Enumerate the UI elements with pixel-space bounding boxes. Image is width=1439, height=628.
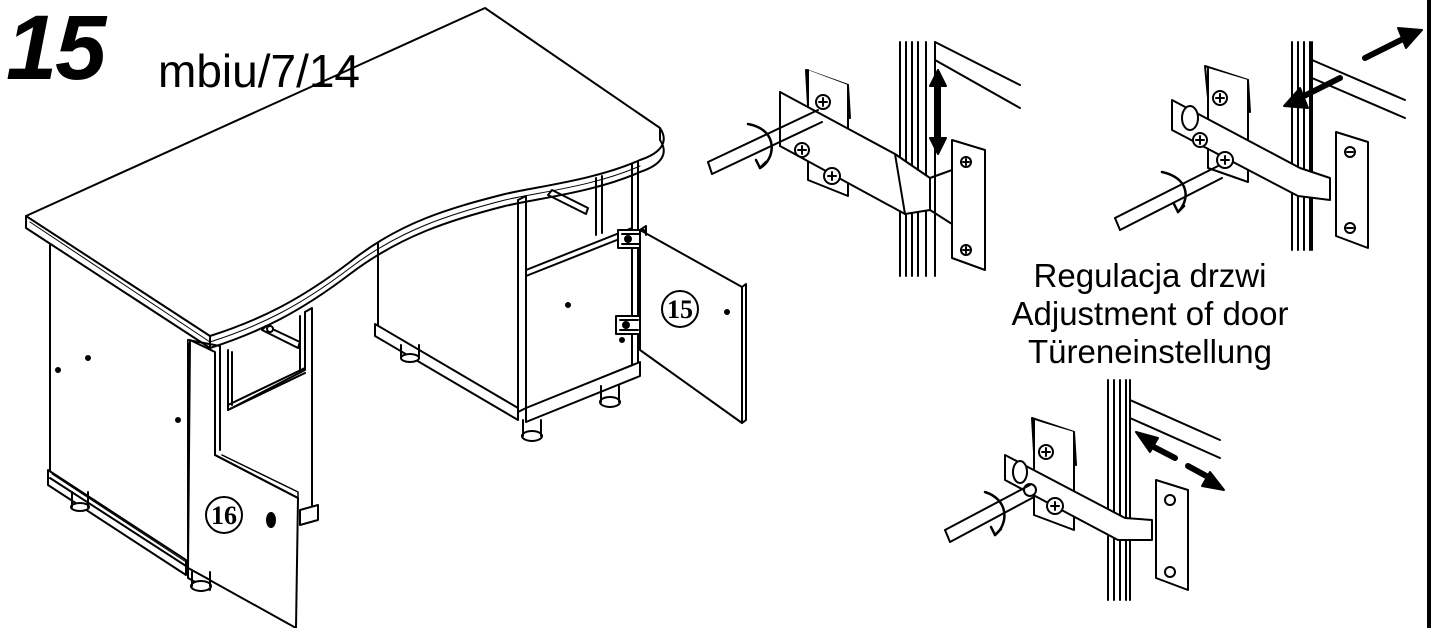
step-number: 15	[6, 0, 106, 99]
part-label-16: 16	[211, 501, 237, 530]
door-15	[639, 225, 747, 424]
desktop-top	[25, 7, 665, 349]
desk-drawing	[25, 7, 747, 628]
right-pedestal	[374, 157, 645, 442]
left-pedestal	[47, 244, 189, 576]
caption-polish: Regulacja drzwi	[1033, 257, 1267, 294]
model-code: mbiu/7/14	[158, 45, 361, 97]
hinge-detail-depth	[1114, 27, 1423, 251]
hinge-detail-vertical	[707, 41, 1021, 277]
page-border-right	[1427, 0, 1431, 628]
caption-english: Adjustment of door	[1011, 295, 1289, 332]
hinge-lower	[615, 315, 643, 335]
door-16	[187, 339, 299, 628]
part-label-15: 15	[667, 295, 693, 324]
hinge-detail-sideways	[944, 379, 1225, 601]
caption-german: Türeneinstellung	[1028, 333, 1272, 370]
adjustment-caption: Regulacja drzwi Adjustment of door Türen…	[960, 257, 1340, 371]
